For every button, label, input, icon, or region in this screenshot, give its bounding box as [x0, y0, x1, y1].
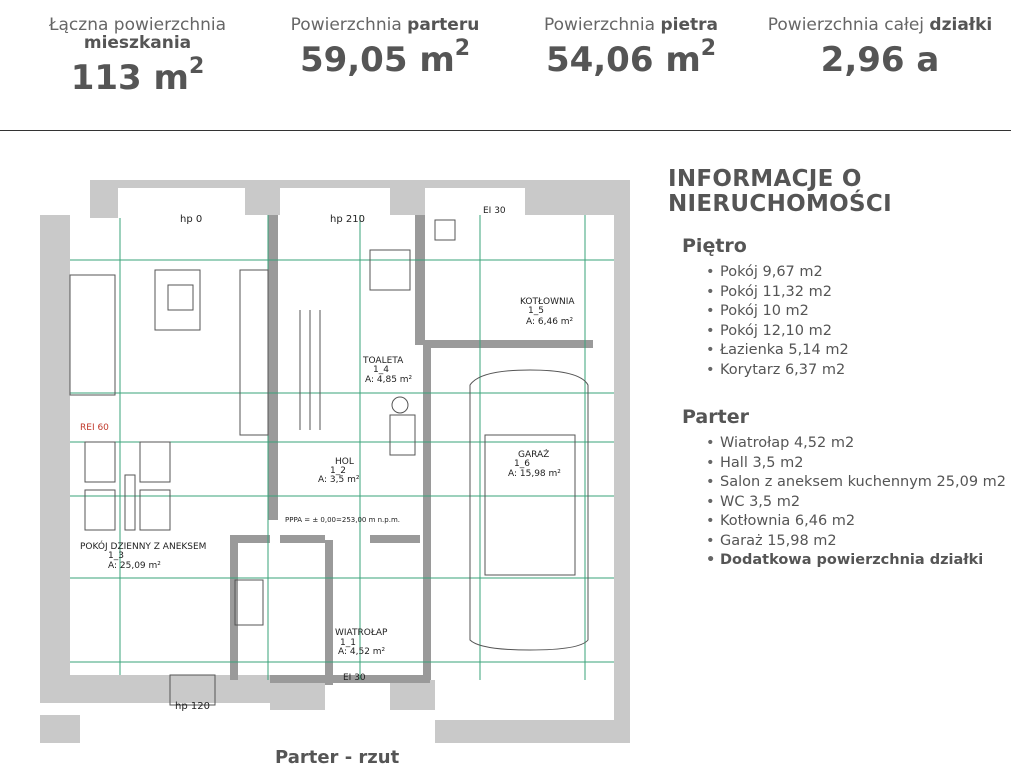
stat-label: Powierzchnia parteru: [290, 15, 480, 35]
plan-label-wiatrolap: WIATROŁAP: [335, 628, 388, 638]
plan-label-wiatrolap-num: 1_1: [340, 638, 356, 648]
ground-list: Wiatrołap 4,52 m2 Hall 3,5 m2 Salon z an…: [668, 434, 1011, 571]
stat-value: 113 m2: [70, 54, 205, 98]
floor-plan-image[interactable]: hp 0 hp 210 hp 120 TOALETA 1_4 A: 4,85 m…: [40, 180, 630, 743]
plan-label-wiatrolap-area: A: 4,52 m²: [338, 647, 386, 657]
list-item: WC 3,5 m2: [706, 493, 1011, 513]
plan-label-toaleta-num: 1_4: [373, 365, 389, 375]
plan-label-hol-area: A: 3,5 m²: [318, 475, 360, 485]
stat-value: 2,96 a: [820, 40, 940, 80]
plan-label-hp0: hp 0: [180, 214, 202, 225]
stat-label: Powierzchnia pietra: [543, 15, 718, 35]
plan-label-kotlownia-num: 1_5: [528, 306, 544, 316]
plan-label-garaz: GARAŻ: [518, 449, 549, 460]
list-item: Łazienka 5,14 m2: [706, 341, 1011, 361]
plan-label-level: PPPA = ± 0,00=253,00 m n.p.m.: [285, 516, 400, 524]
plan-label-garaz-num: 1_6: [514, 459, 530, 469]
stat-label: Powierzchnia całej działki: [767, 15, 993, 35]
floor-list: Pokój 9,67 m2 Pokój 11,32 m2 Pokój 10 m2…: [668, 263, 1011, 380]
stat-upper-floor-area: Powierzchnia pietra 54,06 m2: [535, 16, 727, 80]
plan-label-pokoj-area: A: 25,09 m²: [108, 561, 161, 571]
ground-heading: Parter: [682, 406, 749, 428]
plan-label-ei30-bottom: EI 30: [343, 673, 366, 683]
stat-value: 54,06 m2: [545, 36, 717, 80]
stat-plot-area: Powierzchnia całej działki 2,96 a: [765, 16, 995, 80]
floor-heading: Piętro: [682, 235, 747, 257]
plan-label-kotlownia-area: A: 6,46 m²: [526, 317, 574, 327]
list-item: Salon z aneksem kuchennym 25,09 m2: [706, 473, 1011, 493]
stat-value: 59,05 m2: [299, 36, 471, 80]
list-item: Pokój 10 m2: [706, 302, 1011, 322]
plan-label-kotlownia: KOTŁOWNIA: [520, 297, 575, 307]
plan-caption: Parter - rzut: [275, 747, 400, 768]
plan-label-toaleta: TOALETA: [362, 356, 404, 366]
list-item: Hall 3,5 m2: [706, 454, 1011, 474]
list-item: Pokój 11,32 m2: [706, 283, 1011, 303]
plan-label-hol-num: 1_2: [330, 466, 346, 476]
list-item: Wiatrołap 4,52 m2: [706, 434, 1011, 454]
plan-label-ei30-top: EI 30: [483, 206, 506, 216]
plan-label-hol: HOL: [335, 457, 354, 467]
plan-label-pokoj: POKÓJ DZIENNY Z ANEKSEM: [80, 540, 206, 552]
list-item: Korytarz 6,37 m2: [706, 361, 1011, 381]
list-item: Garaż 15,98 m2: [706, 532, 1011, 552]
plan-label-toaleta-area: A: 4,85 m²: [365, 375, 413, 385]
header-divider: [0, 130, 1011, 131]
plan-label-hp120: hp 120: [175, 701, 210, 712]
plan-label-hp210: hp 210: [330, 214, 365, 225]
plan-label-rei60: REI 60: [80, 423, 109, 433]
extra-plot-item: Dodatkowa powierzchnia działki: [706, 551, 1011, 571]
list-item: Pokój 12,10 m2: [706, 322, 1011, 342]
list-item: Pokój 9,67 m2: [706, 263, 1011, 283]
stat-ground-floor-area: Powierzchnia parteru 59,05 m2: [285, 16, 485, 80]
plan-label-pokoj-num: 1_3: [108, 551, 124, 561]
plan-label-garaz-area: A: 15,98 m²: [508, 469, 561, 479]
list-item: Kotłownia 6,46 m2: [706, 512, 1011, 532]
